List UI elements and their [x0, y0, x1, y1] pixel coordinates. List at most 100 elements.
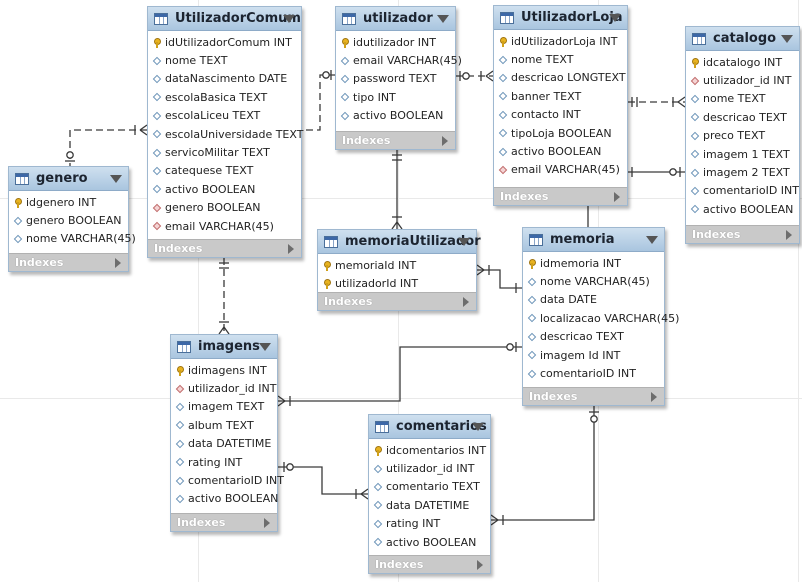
rel-imagens-comentarios[interactable]: [278, 462, 369, 500]
column-row[interactable]: catequese TEXT: [148, 162, 301, 180]
column-row[interactable]: utilizador_id INT: [369, 459, 490, 477]
expand-arrow-icon[interactable]: [442, 136, 448, 146]
indexes-section[interactable]: Indexes: [318, 292, 476, 310]
table-header[interactable]: comentarios: [369, 415, 490, 439]
collapse-arrow-icon[interactable]: [259, 343, 271, 351]
table-header[interactable]: memoriaUtilizador: [318, 230, 481, 254]
column-row[interactable]: imagem Id INT: [523, 346, 664, 364]
column-row[interactable]: imagem 1 TEXT: [686, 145, 799, 163]
collapse-arrow-icon[interactable]: [458, 238, 470, 246]
collapse-arrow-icon[interactable]: [781, 35, 793, 43]
column-row[interactable]: comentarioID INT: [523, 364, 664, 382]
indexes-section[interactable]: Indexes: [9, 253, 128, 271]
column-row[interactable]: imagem TEXT: [171, 398, 277, 416]
column-row[interactable]: album TEXT: [171, 416, 277, 434]
collapse-arrow-icon[interactable]: [472, 423, 484, 431]
table-header[interactable]: imagens: [171, 335, 277, 359]
column-row[interactable]: utilizador_id INT: [171, 379, 277, 397]
column-row[interactable]: activo BOOLEAN: [369, 533, 490, 551]
column-row[interactable]: nome VARCHAR(45): [9, 230, 136, 248]
column-row[interactable]: descricao TEXT: [523, 328, 664, 346]
column-row[interactable]: idmemoria INT: [523, 254, 664, 272]
expand-arrow-icon[interactable]: [477, 560, 483, 570]
indexes-section[interactable]: Indexes: [494, 187, 627, 205]
collapse-arrow-icon[interactable]: [437, 15, 449, 23]
table-header[interactable]: UtilizadorComum: [148, 7, 301, 31]
column-row[interactable]: tipo INT: [336, 88, 455, 106]
expand-arrow-icon[interactable]: [288, 244, 294, 254]
rel-utilizadorloja-catalogo[interactable]: [628, 96, 686, 108]
column-row[interactable]: email VARCHAR(45): [494, 161, 627, 179]
expand-arrow-icon[interactable]: [264, 518, 270, 528]
collapse-arrow-icon[interactable]: [609, 14, 621, 22]
column-row[interactable]: localizacao VARCHAR(45): [523, 309, 679, 327]
column-row[interactable]: genero BOOLEAN: [9, 211, 128, 229]
column-row[interactable]: data DATETIME: [369, 496, 490, 514]
column-row[interactable]: escolaLiceu TEXT: [148, 107, 301, 125]
column-row[interactable]: idUtilizadorComum INT: [148, 33, 301, 51]
expand-arrow-icon[interactable]: [651, 392, 657, 402]
rel-catalogo-utilizadorloja[interactable]: [628, 167, 685, 177]
column-row[interactable]: banner TEXT: [494, 87, 627, 105]
column-row[interactable]: nome TEXT: [686, 90, 799, 108]
collapse-arrow-icon[interactable]: [646, 236, 658, 244]
indexes-section[interactable]: Indexes: [369, 555, 490, 573]
column-row[interactable]: servicoMilitar TEXT: [148, 143, 301, 161]
expand-arrow-icon[interactable]: [786, 230, 792, 240]
expand-arrow-icon[interactable]: [115, 258, 121, 268]
column-row[interactable]: preco TEXT: [686, 127, 799, 145]
rel-utilizador-utilizadorloja[interactable]: [456, 70, 494, 82]
column-row[interactable]: comentario TEXT: [369, 478, 490, 496]
column-row[interactable]: dataNascimento DATE: [148, 70, 301, 88]
column-row[interactable]: escolaBasica TEXT: [148, 88, 301, 106]
column-row[interactable]: idgenero INT: [9, 193, 128, 211]
indexes-section[interactable]: Indexes: [171, 513, 277, 531]
column-row[interactable]: activo BOOLEAN: [336, 107, 455, 125]
expand-arrow-icon[interactable]: [463, 297, 469, 307]
column-row[interactable]: nome TEXT: [494, 50, 627, 68]
column-row[interactable]: data DATETIME: [171, 435, 277, 453]
column-row[interactable]: nome TEXT: [148, 51, 301, 69]
column-row[interactable]: idimagens INT: [171, 361, 277, 379]
table-header[interactable]: catalogo: [686, 27, 799, 51]
column-row[interactable]: activo BOOLEAN: [171, 490, 278, 508]
column-row[interactable]: imagem 2 TEXT: [686, 163, 799, 181]
rel-utilizadorcomum-imagens[interactable]: [218, 258, 230, 335]
collapse-arrow-icon[interactable]: [283, 15, 295, 23]
column-row[interactable]: comentarioID INT: [686, 182, 799, 200]
column-row[interactable]: activo BOOLEAN: [148, 180, 301, 198]
column-row[interactable]: idcatalogo INT: [686, 53, 799, 71]
column-row[interactable]: password TEXT: [336, 70, 455, 88]
column-row[interactable]: genero BOOLEAN: [148, 199, 301, 217]
table-header[interactable]: UtilizadorLoja: [494, 6, 627, 30]
indexes-section[interactable]: Indexes: [686, 225, 799, 243]
column-row[interactable]: tipoLoja BOOLEAN: [494, 124, 627, 142]
column-row[interactable]: rating INT: [369, 515, 490, 533]
column-row[interactable]: contacto INT: [494, 106, 627, 124]
column-row[interactable]: idcomentarios INT: [369, 441, 490, 459]
column-row[interactable]: idutilizador INT: [336, 33, 455, 51]
column-row[interactable]: nome VARCHAR(45): [523, 272, 664, 290]
rel-memoria-imagens[interactable]: [277, 342, 522, 407]
column-row[interactable]: email VARCHAR(45): [336, 51, 462, 69]
rel-utilizadorcomum-genero[interactable]: [65, 129, 147, 166]
rel-memoria-memoriautilizador[interactable]: [476, 264, 522, 293]
rel-utilizador-memoriautilizador[interactable]: [391, 150, 403, 230]
column-row[interactable]: data DATE: [523, 291, 664, 309]
column-row[interactable]: activo BOOLEAN: [686, 200, 799, 218]
table-header[interactable]: memoria: [523, 228, 664, 252]
rel-memoria-comentarios[interactable]: [490, 406, 599, 526]
table-header[interactable]: genero: [9, 167, 128, 191]
column-row[interactable]: utilizador_id INT: [686, 71, 799, 89]
column-row[interactable]: descricao TEXT: [686, 108, 799, 126]
column-row[interactable]: utilizadorId INT: [318, 274, 476, 292]
expand-arrow-icon[interactable]: [614, 192, 620, 202]
indexes-section[interactable]: Indexes: [148, 239, 301, 257]
column-row[interactable]: memoriaId INT: [318, 256, 476, 274]
